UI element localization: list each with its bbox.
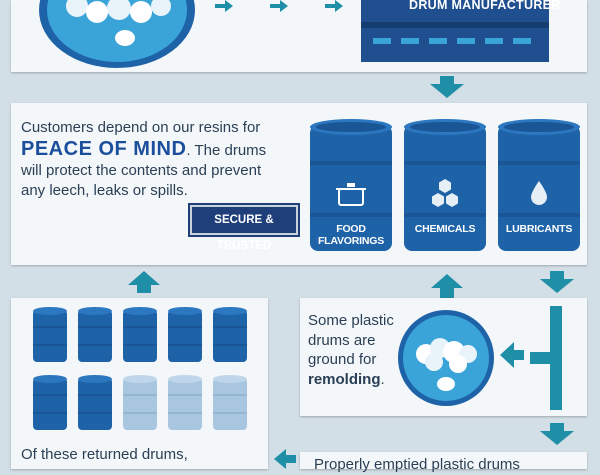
bottom-partial-text: Properly emptied plastic drums <box>314 456 520 473</box>
pot-icon <box>336 183 366 206</box>
ground-pellets-icon <box>398 310 494 406</box>
pipe-junction-icon <box>530 306 562 410</box>
bottom-panel: Properly emptied plastic drums <box>300 452 587 473</box>
arrow-up-icon <box>128 271 160 293</box>
remold-line-1: Some plastic <box>308 312 394 329</box>
barrel-label: FOOD FLAVORINGS <box>317 223 385 247</box>
factory-building <box>361 0 549 62</box>
drop-icon <box>531 181 547 205</box>
secure-trusted-badge: SECURE & TRUSTED <box>188 203 300 252</box>
resins-line-4: any leech, leaks or spills. <box>21 182 188 199</box>
remold-line-2: drums are <box>308 331 376 349</box>
resins-line-2: PEACE OF MIND. The drums <box>21 139 301 161</box>
barrel-chemicals: CHEMICALS <box>402 117 488 257</box>
arrow-left-icon <box>274 449 296 469</box>
remold-line-3: ground for <box>308 351 377 368</box>
flow-arrow-icon <box>270 0 288 12</box>
flow-arrow-icon <box>325 0 343 12</box>
resins-line-3: will protect the contents and prevent <box>21 162 262 179</box>
arrow-up-icon <box>431 274 463 308</box>
arrow-down-icon <box>430 76 464 98</box>
arrow-down-icon <box>540 271 574 293</box>
resins-panel: Customers depend on our resins for PEACE… <box>11 103 587 265</box>
remolding-bold: remolding <box>308 370 381 388</box>
manufacturer-label: DRUM MANUFACTURER <box>409 0 561 12</box>
resins-line-1: Customers depend on our resins for <box>21 119 261 136</box>
arrow-down-icon <box>540 423 574 445</box>
remold-text: Some plastic drums are ground for remold… <box>308 311 418 389</box>
barrel-label: CHEMICALS <box>414 223 476 235</box>
factory-windows <box>373 38 543 46</box>
peace-of-mind-heading: PEACE OF MIND <box>21 138 187 160</box>
remold-line-4: remolding. <box>308 370 385 388</box>
drum-grid <box>33 307 247 430</box>
arrow-left-icon <box>500 342 524 368</box>
returned-caption: Of these returned drums, <box>21 446 188 463</box>
top-panel: DRUM MANUFACTURER <box>11 0 587 72</box>
returned-drums-panel: Of these returned drums, <box>11 298 268 469</box>
resin-pellets-bowl-icon <box>39 0 195 68</box>
resins-line-2-rest: . The drums <box>186 142 267 159</box>
hexagons-icon <box>432 179 458 207</box>
barrel-lubricants: LUBRICANTS <box>496 117 582 257</box>
barrel-label: LUBRICANTS <box>505 223 573 235</box>
flow-arrow-icon <box>215 0 233 12</box>
barrel-food-flavorings: FOOD FLAVORINGS <box>308 117 394 257</box>
remold-panel: Some plastic drums are ground for remold… <box>300 298 587 416</box>
resins-intro-text: Customers depend on our resins for PEACE… <box>21 118 301 201</box>
